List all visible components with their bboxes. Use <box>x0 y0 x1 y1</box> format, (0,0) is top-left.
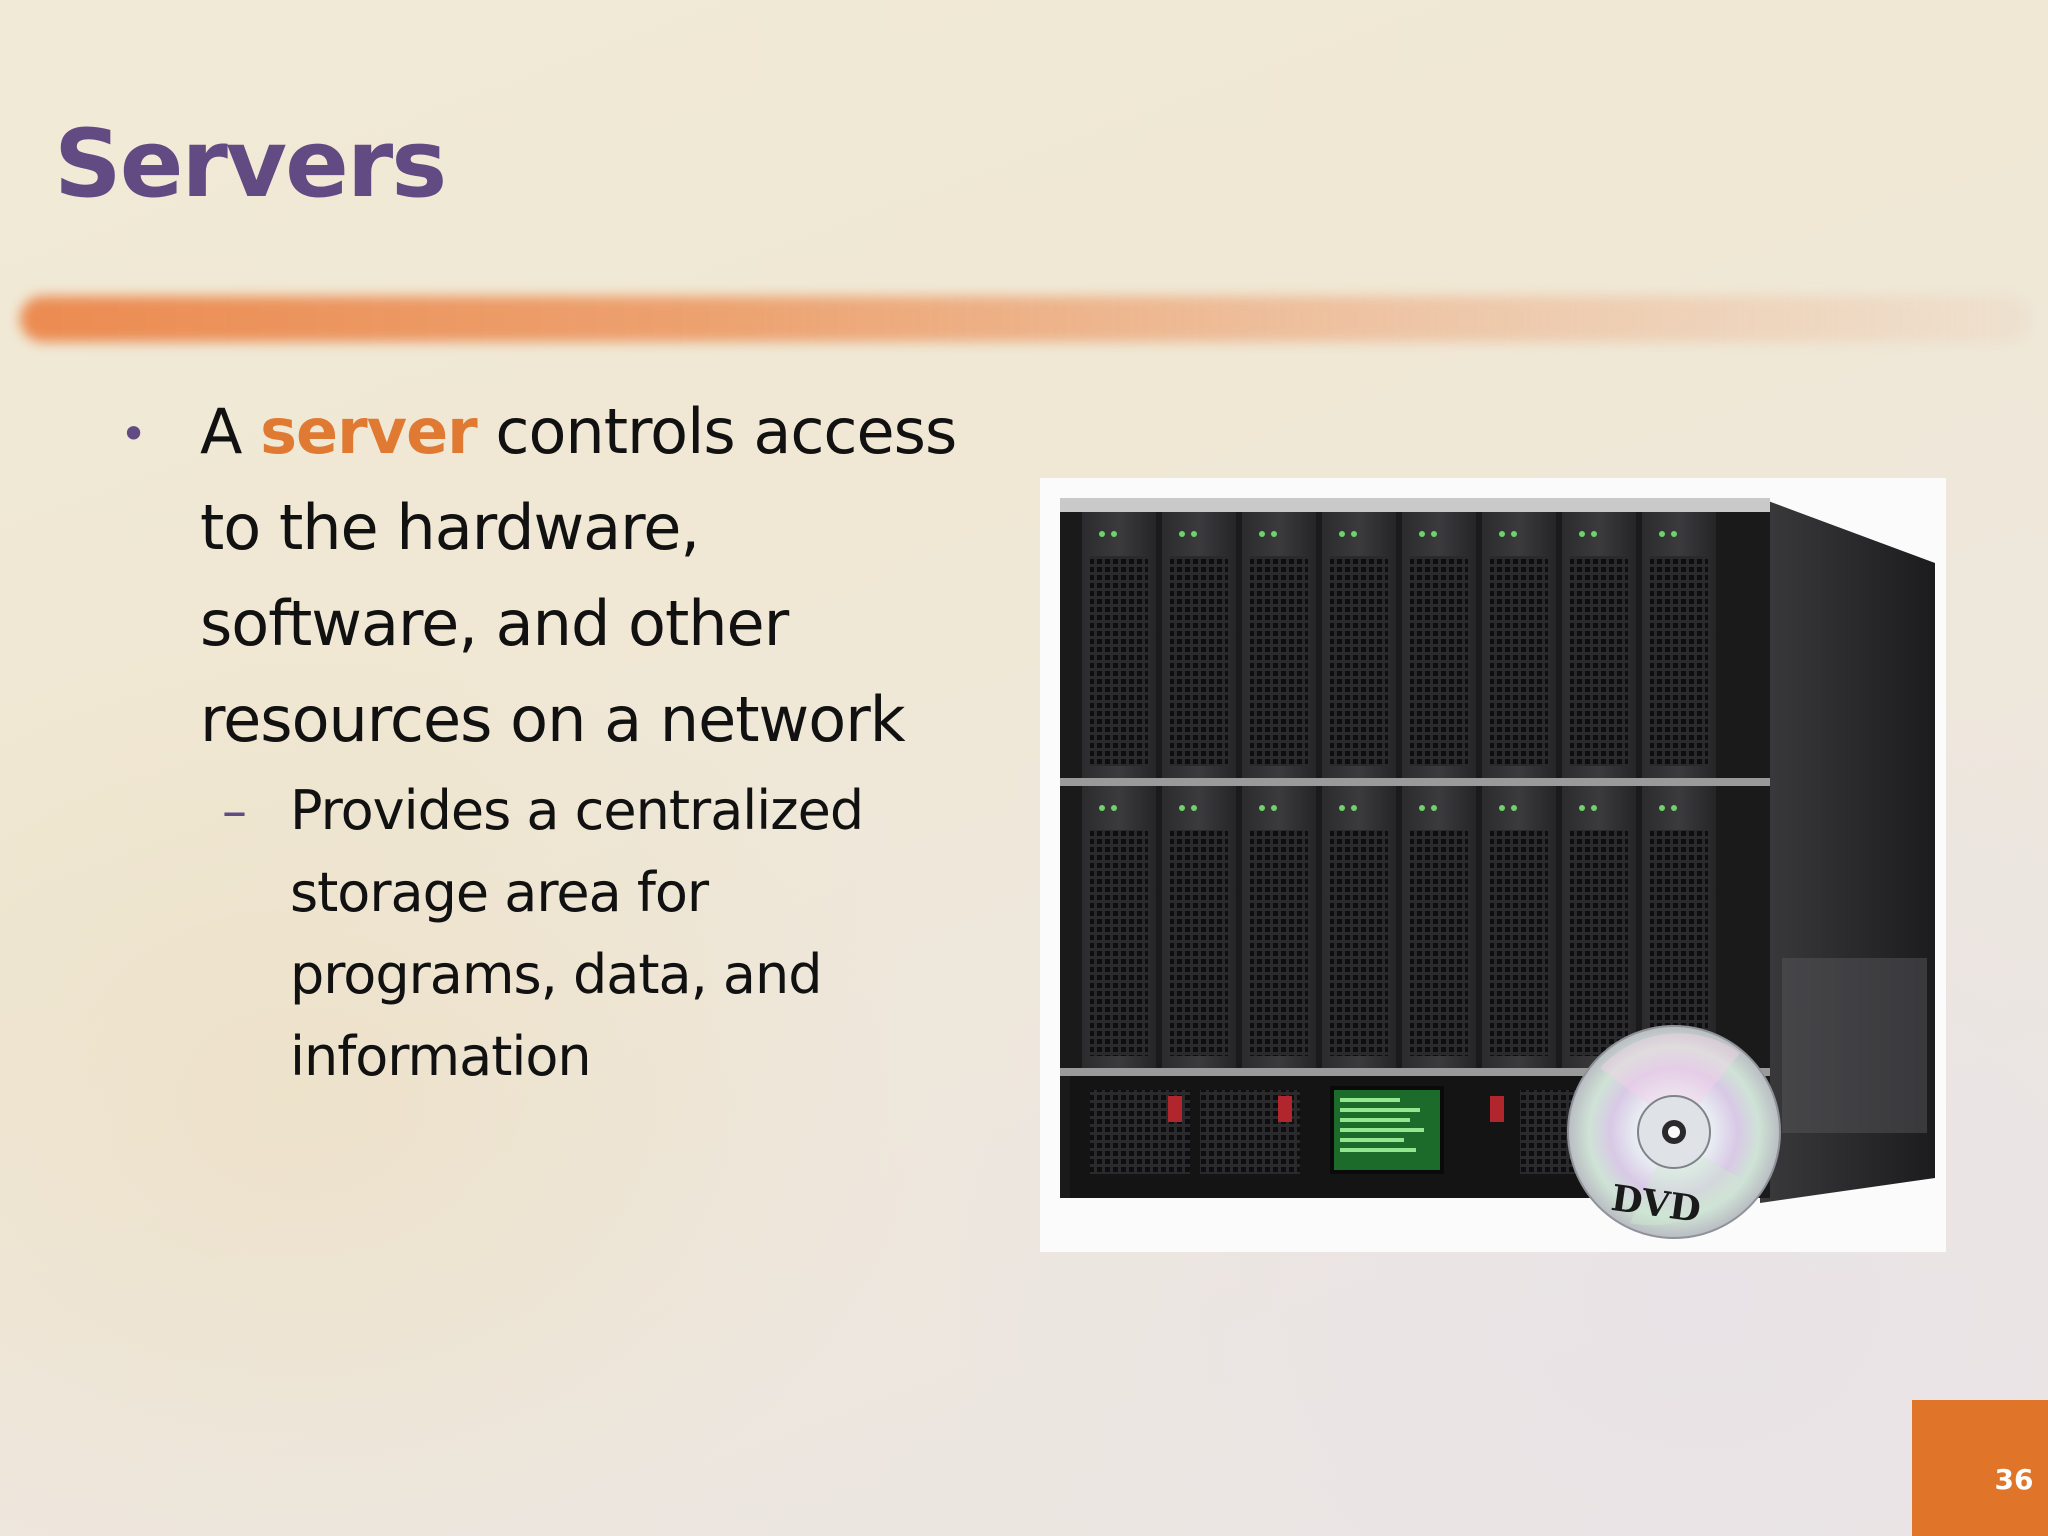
title-accent-bar <box>20 296 2030 342</box>
bullet-list: • A server controls access to the hardwa… <box>120 384 1020 1098</box>
bullet-line-4: resources on a network <box>200 683 906 756</box>
sub-bullet-marker: – <box>222 782 247 840</box>
server-photo: DVD <box>1040 478 1946 1252</box>
sub-bullet-item: – Provides a centralized storage area fo… <box>120 770 1020 1098</box>
bullet-line-2: to the hardware, <box>200 491 700 564</box>
bullet-item: • A server controls access to the hardwa… <box>120 384 1020 768</box>
sub-bullet-line-3: programs, data, and <box>290 943 823 1006</box>
page-number-box: 36 <box>1912 1400 2048 1536</box>
bullet-line-3: software, and other <box>200 587 789 660</box>
sub-bullet-line-1: Provides a centralized <box>290 779 864 842</box>
bullet-line-1: A server controls access <box>200 384 1020 480</box>
sub-bullet-line-4: information <box>290 1025 592 1088</box>
bullet-line-1-rest: controls access <box>476 395 957 468</box>
bullet-marker: • <box>120 407 148 461</box>
dvd-disc: DVD <box>1567 1025 1781 1239</box>
slide-title: Servers <box>54 110 447 219</box>
sub-bullet-line-2: storage area for <box>290 861 709 924</box>
blade-server-illustration: DVD <box>1060 498 1935 1239</box>
lower-blade-row <box>1082 786 1716 1068</box>
bullet-emphasis-term: server <box>260 395 478 468</box>
upper-blade-row <box>1082 512 1716 778</box>
page-number: 36 <box>1994 1463 2034 1496</box>
bullet-prefix: A <box>200 395 261 468</box>
